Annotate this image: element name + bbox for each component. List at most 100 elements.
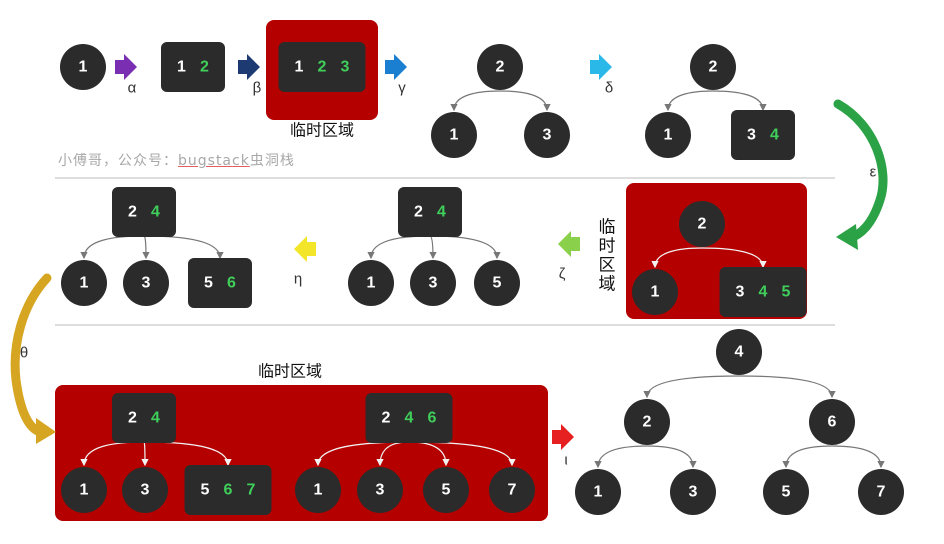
t9b-root-key-3: 6 <box>428 410 437 427</box>
t10-edge-2 <box>738 375 836 399</box>
t6-temp-region-label-char-4: 域 <box>599 275 616 294</box>
t6-temp-region-label: 临时区域 <box>599 218 616 294</box>
t9a-child-3-key-3: 7 <box>247 482 256 499</box>
step-gamma-label: γ <box>398 80 406 97</box>
s3-node-key-3: 3 <box>341 59 350 76</box>
t6-temp-region-label-char-1: 临 <box>599 218 616 237</box>
s3-node-key-2: 2 <box>318 59 327 76</box>
t9b-root <box>365 393 453 443</box>
t5-child-2-key-2: 4 <box>770 127 779 144</box>
t10-child-2 <box>809 399 855 445</box>
step-epsilon-curve <box>833 99 888 243</box>
t10-leaf-4 <box>858 469 904 515</box>
step-beta-label: β <box>253 80 262 97</box>
t9a-child-2-key: 3 <box>141 482 150 499</box>
t7-child-3-key: 5 <box>493 275 502 292</box>
t7-child-2-key: 3 <box>429 275 438 292</box>
t4-child-1 <box>431 112 477 158</box>
step-iota-label: ι <box>564 452 567 469</box>
step-epsilon-label: ε <box>870 164 877 181</box>
t7-edge-2 <box>429 235 437 260</box>
t4-edge-1 <box>450 90 501 112</box>
step-theta-label: θ <box>20 345 28 362</box>
t10-leaf-3 <box>763 469 809 515</box>
t10-child-1 <box>624 399 670 445</box>
t7-child-1-key: 1 <box>367 275 376 292</box>
t10-root-key: 4 <box>735 344 744 361</box>
t6-child-2-key-2: 4 <box>759 284 768 301</box>
t7-child-1 <box>348 260 394 306</box>
step-iota-arrow-icon <box>552 424 574 450</box>
step-delta-arrow-icon <box>590 54 612 80</box>
t6-temp-region-label-char-3: 区 <box>599 256 616 275</box>
step-epsilon-curved-arrow-icon <box>836 224 858 250</box>
watermark: 小傅哥，公众号：bugstack虫洞栈 <box>58 150 295 170</box>
t6-temp-region-label-char-2: 时 <box>599 237 616 256</box>
t9b-child-4-key: 7 <box>508 482 517 499</box>
t8-child-3 <box>188 258 252 308</box>
t6-child-2-key-1: 3 <box>736 284 745 301</box>
t7-child-2 <box>410 260 456 306</box>
s3-node-key-1: 1 <box>295 59 304 76</box>
step-beta-arrow-icon <box>238 54 260 80</box>
watermark-suffix: 虫洞栈 <box>249 153 295 169</box>
t9b-child-3-key: 5 <box>442 482 451 499</box>
step-zeta-arrow-icon <box>558 231 580 257</box>
t10-leaf-4-key: 7 <box>877 484 886 501</box>
t10-leaf-edge-2 <box>646 445 697 469</box>
t5-root-key: 2 <box>709 59 718 76</box>
t8-root <box>112 187 176 237</box>
t9b-child-1 <box>295 467 341 513</box>
t5-child-1 <box>645 112 691 158</box>
t10-leaf-2 <box>670 469 716 515</box>
t9b-child-2 <box>357 467 403 513</box>
s3-temp-region-label: 临时区域 <box>290 122 354 140</box>
t8-child-2-key: 3 <box>142 275 151 292</box>
t7-edge-1 <box>367 235 431 260</box>
t9a-child-1 <box>61 467 107 513</box>
step-theta-curve <box>10 273 52 437</box>
step-delta-label: δ <box>605 80 613 97</box>
t6-child-2-key-3: 5 <box>782 284 791 301</box>
t10-child-2-key: 6 <box>828 414 837 431</box>
t10-leaf-edge-4 <box>831 445 885 469</box>
t5-edge-2 <box>712 90 767 112</box>
t10-child-1-key: 2 <box>643 414 652 431</box>
t5-child-2 <box>731 110 795 160</box>
t7-root-key-1: 2 <box>414 204 423 221</box>
t9a-child-3 <box>184 465 272 515</box>
t4-child-2-key: 3 <box>543 127 552 144</box>
t10-leaf-edge-1 <box>594 445 648 469</box>
watermark-brand: bugstack <box>178 153 250 169</box>
t9a-root <box>112 393 176 443</box>
t6-child-1 <box>632 269 678 315</box>
t9-temp-region-label: 临时区域 <box>258 363 322 381</box>
t10-leaf-2-key: 3 <box>689 484 698 501</box>
t9b-child-4 <box>489 467 535 513</box>
t10-leaf-edge-3 <box>782 445 833 469</box>
t8-edge-2 <box>142 235 150 260</box>
t5-child-1-key: 1 <box>664 127 673 144</box>
t6-edge-2 <box>701 247 767 269</box>
t9b-child-2-key: 3 <box>376 482 385 499</box>
t9b-child-3 <box>423 467 469 513</box>
step-alpha-label: α <box>128 80 137 97</box>
t6-edge-1 <box>651 247 703 269</box>
t7-root-key-2: 4 <box>437 204 446 221</box>
t9a-root-key-2: 4 <box>151 410 160 427</box>
t8-root-key-1: 2 <box>128 204 137 221</box>
t10-leaf-1 <box>575 469 621 515</box>
t4-edge-2 <box>499 90 551 112</box>
t7-root <box>398 187 462 237</box>
t9b-root-key-2: 4 <box>405 410 414 427</box>
t6-root <box>679 201 725 247</box>
t9a-child-1-key: 1 <box>80 482 89 499</box>
step-gamma-arrow-icon <box>385 54 407 80</box>
t8-child-2 <box>123 260 169 306</box>
t10-edge-1 <box>643 375 740 399</box>
t5-root <box>690 44 736 90</box>
t8-child-3-key-2: 6 <box>227 275 236 292</box>
t7-child-3 <box>474 260 520 306</box>
t4-root-key: 2 <box>496 59 505 76</box>
